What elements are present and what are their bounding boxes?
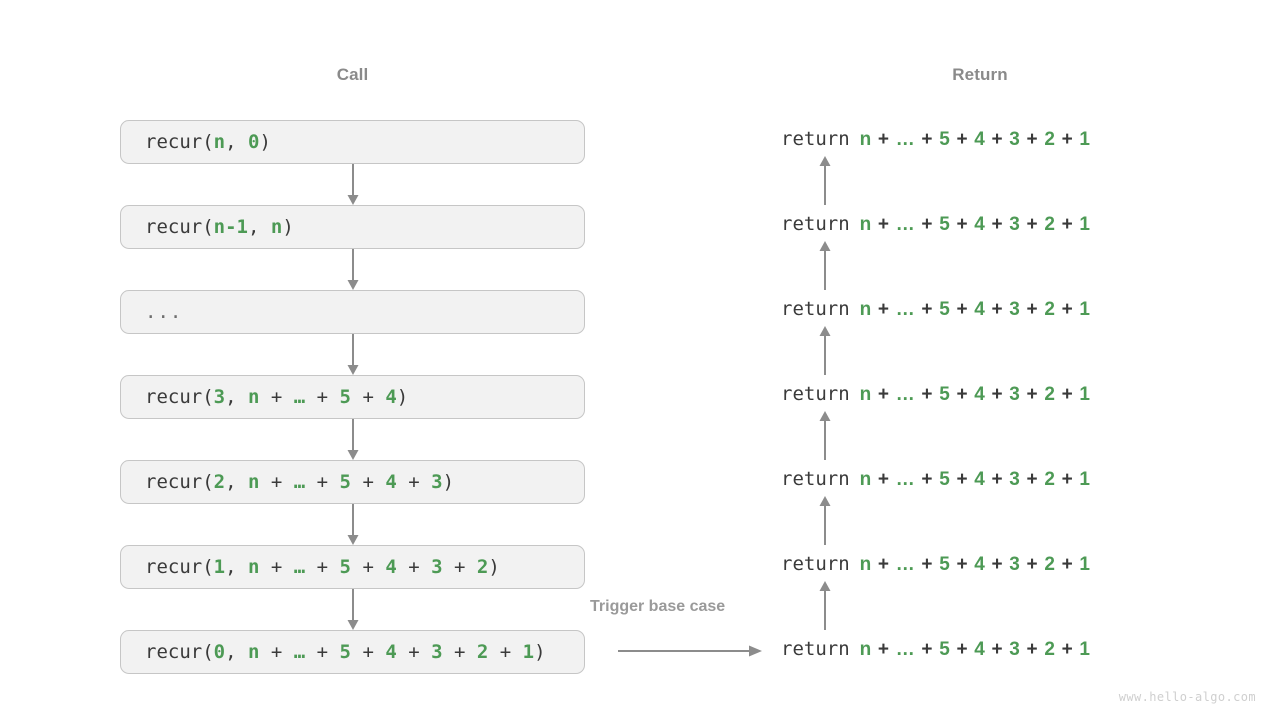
return-statement: return n + … + 5 + 4 + 3 + 2 + 1 xyxy=(781,213,1090,241)
call-box-text: recur(0, n + … + 5 + 4 + 3 + 2 + 1) xyxy=(145,641,546,663)
return-flow-arrow-up xyxy=(819,581,831,630)
return-keyword: return xyxy=(781,128,850,150)
return-keyword: return xyxy=(781,298,850,320)
call-column-header: Call xyxy=(336,65,369,84)
return-flow-arrow-up xyxy=(819,411,831,460)
call-flow-arrow-down xyxy=(347,589,359,630)
return-statement: return n + … + 5 + 4 + 3 + 2 + 1 xyxy=(781,468,1090,496)
call-box: recur(n-1, n) xyxy=(120,205,585,249)
return-expression: n + … + 5 + 4 + 3 + 2 + 1 xyxy=(859,299,1091,320)
return-expression: n + … + 5 + 4 + 3 + 2 + 1 xyxy=(859,639,1091,660)
return-keyword: return xyxy=(781,638,850,660)
trigger-base-case-label: Trigger base case xyxy=(590,598,726,615)
return-flow-arrow-up xyxy=(819,156,831,205)
return-statement: return n + … + 5 + 4 + 3 + 2 + 1 xyxy=(781,553,1090,581)
call-box-text: recur(n, 0) xyxy=(145,131,271,153)
return-statement: return n + … + 5 + 4 + 3 + 2 + 1 xyxy=(781,128,1090,156)
return-keyword: return xyxy=(781,553,850,575)
return-statement: return n + … + 5 + 4 + 3 + 2 + 1 xyxy=(781,383,1090,411)
return-flow-arrow-up xyxy=(819,326,831,375)
return-column-header: Return xyxy=(952,65,1008,84)
call-flow-arrow-down xyxy=(347,164,359,205)
watermark: www.hello-algo.com xyxy=(1118,690,1256,704)
call-flow-arrow-down xyxy=(347,334,359,375)
return-keyword: return xyxy=(781,383,850,405)
call-box-ellipsis: ... xyxy=(120,290,585,334)
return-expression: n + … + 5 + 4 + 3 + 2 + 1 xyxy=(859,554,1091,575)
call-box: recur(3, n + … + 5 + 4) xyxy=(120,375,585,419)
call-box-text: recur(1, n + … + 5 + 4 + 3 + 2) xyxy=(145,556,500,578)
return-flow-arrow-up xyxy=(819,496,831,545)
return-keyword: return xyxy=(781,213,850,235)
return-expression: n + … + 5 + 4 + 3 + 2 + 1 xyxy=(859,214,1091,235)
call-box-text: recur(n-1, n) xyxy=(145,216,294,238)
return-statement: return n + … + 5 + 4 + 3 + 2 + 1 xyxy=(781,638,1090,666)
call-box: recur(n, 0) xyxy=(120,120,585,164)
return-statement: return n + … + 5 + 4 + 3 + 2 + 1 xyxy=(781,298,1090,326)
call-box: recur(0, n + … + 5 + 4 + 3 + 2 + 1) xyxy=(120,630,585,674)
call-box-text: recur(3, n + … + 5 + 4) xyxy=(145,386,409,408)
ellipsis-text: ... xyxy=(145,301,183,323)
return-flow-arrow-up xyxy=(819,241,831,290)
return-keyword: return xyxy=(781,468,850,490)
call-flow-arrow-down xyxy=(347,504,359,545)
call-box: recur(2, n + … + 5 + 4 + 3) xyxy=(120,460,585,504)
trigger-base-case-arrow xyxy=(618,645,762,657)
call-flow-arrow-down xyxy=(347,249,359,290)
call-box: recur(1, n + … + 5 + 4 + 3 + 2) xyxy=(120,545,585,589)
return-expression: n + … + 5 + 4 + 3 + 2 + 1 xyxy=(859,129,1091,150)
return-expression: n + … + 5 + 4 + 3 + 2 + 1 xyxy=(859,469,1091,490)
return-expression: n + … + 5 + 4 + 3 + 2 + 1 xyxy=(859,384,1091,405)
call-flow-arrow-down xyxy=(347,419,359,460)
call-box-text: recur(2, n + … + 5 + 4 + 3) xyxy=(145,471,455,493)
